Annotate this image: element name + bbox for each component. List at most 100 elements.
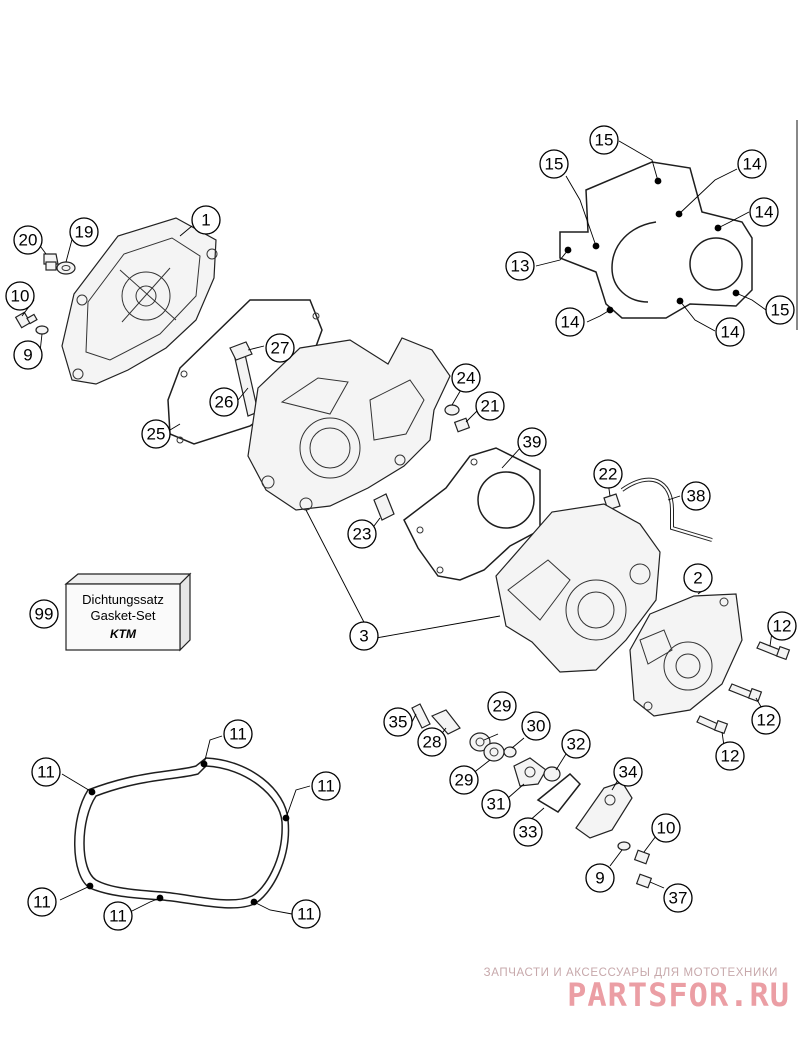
svg-text:13: 13 <box>511 257 530 276</box>
ktm-logo: KTM <box>110 627 137 641</box>
leader-30 <box>511 737 525 749</box>
seal-29-a <box>469 732 491 752</box>
leader-11c <box>285 785 311 819</box>
callout-38: 38 <box>681 481 711 511</box>
washer-30 <box>503 746 517 758</box>
leader-21 <box>465 409 479 423</box>
svg-text:27: 27 <box>271 339 290 358</box>
clutch-cover-gasket <box>559 161 753 319</box>
screw-21 <box>453 417 471 433</box>
leader-11d <box>59 885 91 901</box>
callout-3: 3 <box>349 621 379 651</box>
leader-26 <box>237 387 249 401</box>
callout-21: 21 <box>475 391 505 421</box>
svg-text:14: 14 <box>561 313 580 332</box>
callout-34: 34 <box>613 757 643 787</box>
callout-1: 1 <box>191 205 221 235</box>
watermark-logo: PARTSFOR.RU <box>567 976 790 1014</box>
leader-31 <box>507 783 525 799</box>
svg-text:12: 12 <box>757 711 776 730</box>
seal-29-b <box>483 742 505 762</box>
svg-text:12: 12 <box>773 617 792 636</box>
svg-text:14: 14 <box>755 203 774 222</box>
svg-text:25: 25 <box>147 425 166 444</box>
svg-text:23: 23 <box>353 525 372 544</box>
callout-11d: 11 <box>27 887 57 917</box>
svg-text:10: 10 <box>657 819 676 838</box>
svg-text:12: 12 <box>721 747 740 766</box>
svg-text:30: 30 <box>527 717 546 736</box>
callout-32: 32 <box>561 729 591 759</box>
callout-14d: 14 <box>715 317 745 347</box>
callout-37: 37 <box>663 883 693 913</box>
nut-27 <box>229 341 253 361</box>
callout-11c: 11 <box>311 771 341 801</box>
washer-24 <box>444 404 460 416</box>
callout-27: 27 <box>265 333 295 363</box>
screw-37 <box>635 873 653 889</box>
svg-text:15: 15 <box>771 301 790 320</box>
svg-text:29: 29 <box>493 697 512 716</box>
leader-11f <box>253 901 293 915</box>
leader-11e <box>129 897 161 913</box>
washer-9-top <box>35 325 49 335</box>
leader-35 <box>411 713 417 723</box>
svg-text:14: 14 <box>743 155 762 174</box>
washer-9-bottom <box>617 841 631 851</box>
screw-10-top <box>14 311 38 329</box>
svg-text:11: 11 <box>37 763 55 782</box>
leader-23 <box>373 517 381 527</box>
callout-28: 28 <box>417 727 447 757</box>
svg-text:2: 2 <box>693 569 702 588</box>
leader-11b <box>203 735 223 765</box>
callout-23: 23 <box>347 519 377 549</box>
callout-25: 25 <box>141 419 171 449</box>
callout-24: 24 <box>451 363 481 393</box>
callout-12c: 12 <box>715 741 745 771</box>
svg-text:28: 28 <box>423 733 442 752</box>
leader-25 <box>169 423 181 431</box>
callout-33: 33 <box>513 817 543 847</box>
callout-11f: 11 <box>291 899 321 929</box>
svg-text:19: 19 <box>75 223 94 242</box>
screw-12-mid <box>728 683 763 703</box>
leader-39 <box>501 445 523 469</box>
callout-12a: 12 <box>767 611 797 641</box>
svg-text:10: 10 <box>11 287 30 306</box>
svg-text:26: 26 <box>215 393 234 412</box>
callout-26: 26 <box>209 387 239 417</box>
svg-text:21: 21 <box>481 397 500 416</box>
screw-12-top <box>756 641 791 661</box>
callout-10b: 10 <box>651 813 681 843</box>
callout-14c: 14 <box>555 307 585 337</box>
vent-hose-38 <box>620 477 713 542</box>
svg-text:11: 11 <box>109 907 127 926</box>
water-pump-cover <box>629 593 743 717</box>
callout-11e: 11 <box>103 901 133 931</box>
svg-text:29: 29 <box>455 771 474 790</box>
ignition-cover <box>61 217 218 385</box>
callout-29a: 29 <box>487 691 517 721</box>
svg-text:14: 14 <box>721 323 740 342</box>
callout-13: 13 <box>505 251 535 281</box>
callout-19: 19 <box>69 217 99 247</box>
callout-14a: 14 <box>737 149 767 179</box>
callout-30: 30 <box>521 711 551 741</box>
svg-text:15: 15 <box>595 131 614 150</box>
svg-text:34: 34 <box>619 763 638 782</box>
svg-text:31: 31 <box>487 795 506 814</box>
svg-text:15: 15 <box>545 155 564 174</box>
box-line-2: Gasket-Set <box>90 608 155 623</box>
leader-37 <box>649 881 665 889</box>
callout-99: 99 <box>29 599 59 629</box>
gasket-33 <box>536 772 582 813</box>
leader-3a <box>305 509 369 631</box>
svg-text:9: 9 <box>23 346 32 365</box>
callout-14b: 14 <box>749 197 779 227</box>
svg-text:24: 24 <box>457 369 476 388</box>
plug-screw-20 <box>43 253 59 271</box>
svg-text:38: 38 <box>687 487 706 506</box>
callout-22: 22 <box>593 459 623 489</box>
callout-15c: 15 <box>765 295 795 325</box>
